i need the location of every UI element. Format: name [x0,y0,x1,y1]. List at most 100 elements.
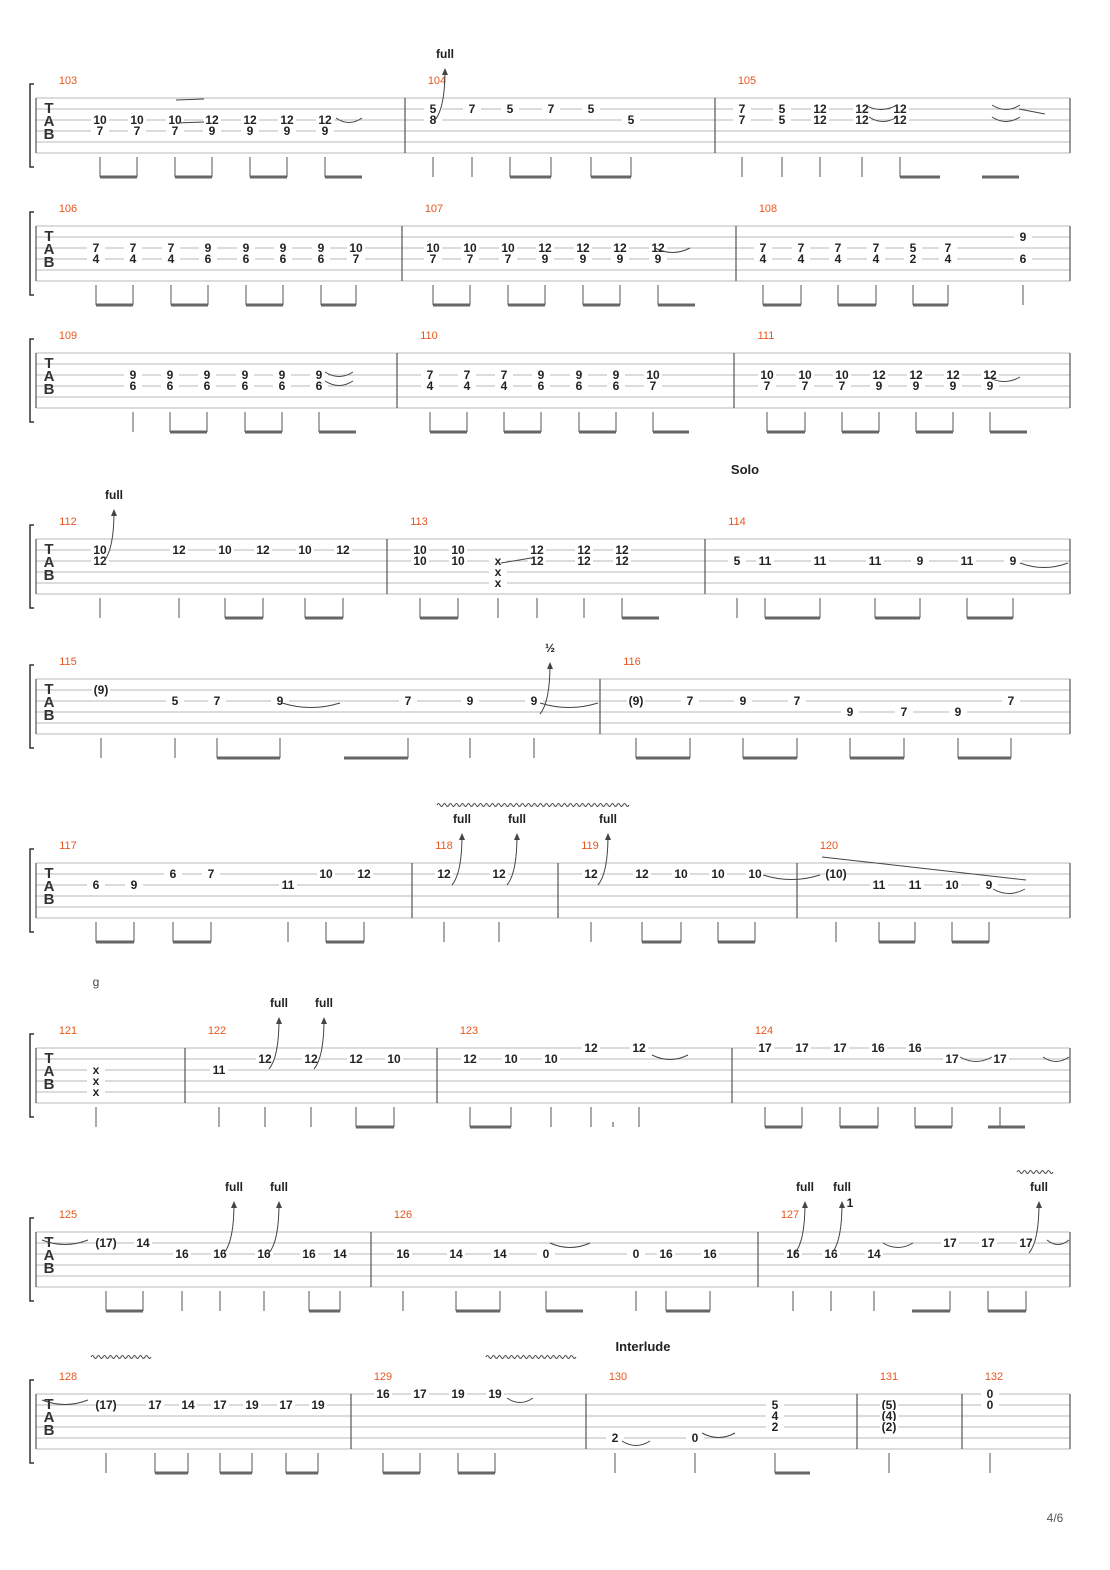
bend-label: full [599,812,617,826]
fret-number: 12 [538,241,552,255]
fret-mask [394,1248,412,1260]
fret-mask [347,1053,365,1065]
fret-mask [490,868,508,880]
fret-mask [124,369,142,381]
fret-mask [733,103,751,115]
fret-number: 19 [245,1398,259,1412]
fret-number: 17 [148,1398,162,1412]
tie-arc [324,380,354,386]
fret-number: 9 [277,694,284,708]
fret-mask [254,544,272,556]
fret-number: 16 [871,1041,885,1055]
fret-mask [575,555,593,567]
tab-clef-letter: T [44,1050,53,1067]
fret-mask [766,1421,784,1433]
measure-number: 126 [394,1209,412,1221]
fret-number: 12 [613,241,627,255]
tie-arc [621,1440,651,1446]
measure-number: 115 [59,656,77,668]
fret-mask [347,242,365,254]
fret-mask [831,1042,849,1054]
bend-arrowhead [111,509,117,516]
bend-label: full [436,47,454,61]
bend-arrowhead [231,1201,237,1208]
fret-mask [853,114,871,126]
fret-mask [458,369,476,381]
fret-mask [833,380,851,392]
page-number: 4/6 [1047,1511,1064,1525]
fret-mask [773,103,791,115]
tie-arc [959,1056,993,1062]
fret-mask [128,114,146,126]
fret-mask [870,380,888,392]
fret-number: 9 [131,878,138,892]
fret-number: 10 [93,543,107,557]
fret-number: 7 [901,705,908,719]
bend-label: full [453,812,471,826]
tab-clef-letter: T [44,228,53,245]
fret-mask [613,555,631,567]
fret-number: 9 [467,694,474,708]
fret-number: 7 [739,113,746,127]
fret-mask [796,380,814,392]
fret-number: 7 [130,241,137,255]
fret-number: 6 [204,379,211,393]
fret-number: 7 [353,252,360,266]
fret-mask [811,555,829,567]
fret-mask [134,1237,152,1249]
fret-mask [756,1042,774,1054]
fret-mask [449,544,467,556]
fret-number: 12 [983,368,997,382]
measure-number: 113 [410,516,428,528]
fret-mask [310,369,328,381]
system-bracket [29,1217,34,1302]
measure-number: 116 [623,656,641,668]
fret-number: 7 [208,867,215,881]
fret-mask [399,695,417,707]
fret-number: 19 [451,1387,465,1401]
fret-number: 10 [218,543,232,557]
fret-mask [302,1053,320,1065]
fret-number: 7 [97,124,104,138]
fret-number: 4 [835,252,842,266]
bend-arrow [597,834,609,886]
vibrato-mark [90,1355,152,1359]
fret-mask [746,868,764,880]
fret-number: (17) [95,1236,116,1250]
fret-number: 10 [168,113,182,127]
fret-number: 12 [280,113,294,127]
fret-mask [981,380,999,392]
tab-clef-letter: T [44,865,53,882]
measure-number: 105 [738,75,756,87]
fret-mask [237,253,255,265]
fret-mask [979,1237,997,1249]
fret-mask [310,380,328,392]
fret-number: 9 [987,379,994,393]
fret-mask [461,695,479,707]
fret-mask [502,1053,520,1065]
bend-arrowhead [605,833,611,840]
fret-mask [461,1053,479,1065]
bend-arrowhead [442,68,448,75]
fret-number: 9 [322,124,329,138]
fret-number: 12 [855,113,869,127]
slide-out-line [821,856,1027,881]
fret-mask [236,369,254,381]
fret-number: 4 [760,252,767,266]
measure-number: 130 [609,1371,627,1383]
fret-mask [424,103,442,115]
measure-number: 114 [728,516,746,528]
fret-number: 9 [209,124,216,138]
tie-arc [335,117,363,123]
fret-mask [574,253,592,265]
fret-mask [582,1042,600,1054]
fret-number: 4 [427,379,434,393]
measure-number: 123 [460,1025,478,1037]
fret-mask [532,380,550,392]
fret-mask [87,1075,105,1087]
fret-number: 9 [617,252,624,266]
